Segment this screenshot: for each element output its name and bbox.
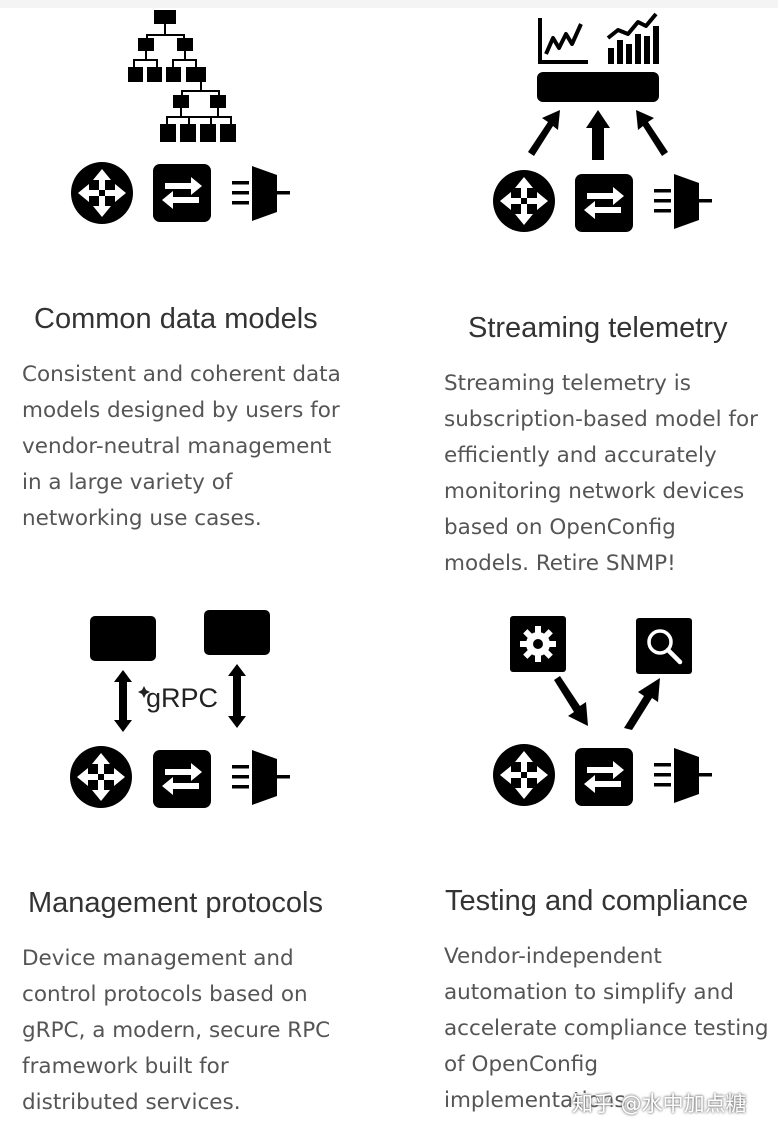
router-icon — [71, 162, 133, 224]
hierarchy-tree-icon — [128, 10, 236, 142]
feature-title-data-models: Common data models — [34, 303, 318, 335]
feature-title-testing: Testing and compliance — [445, 885, 749, 917]
collector-icon — [537, 72, 659, 102]
arrow-up-right-icon — [624, 678, 660, 730]
firewall-icon — [654, 748, 712, 803]
grpc-icon: gRPC — [90, 610, 270, 732]
switch-icon — [153, 164, 211, 222]
search-icon — [636, 618, 692, 674]
line-chart-icon — [538, 18, 588, 64]
router-icon — [493, 744, 555, 806]
arrow-down-right-icon — [554, 676, 588, 726]
feature-description-management-protocols: Device management and control protocols … — [22, 946, 331, 1115]
arrow-up-icon — [528, 110, 668, 160]
gear-icon — [510, 616, 566, 672]
feature-description-testing: Vendor-independent automation to simplif… — [444, 944, 769, 1113]
firewall-icon — [654, 174, 712, 229]
router-icon — [70, 746, 132, 808]
router-icon — [493, 170, 555, 232]
switch-icon — [153, 750, 211, 808]
feature-description-telemetry: Streaming telemetry is subscription-base… — [444, 371, 758, 576]
feature-title-telemetry: Streaming telemetry — [468, 312, 728, 344]
switch-icon — [575, 748, 633, 806]
feature-description-data-models: Consistent and coherent data models desi… — [22, 362, 341, 531]
top-strip — [0, 0, 778, 8]
feature-title-management-protocols: Management protocols — [28, 887, 323, 919]
firewall-icon — [232, 166, 290, 221]
bar-chart-icon — [606, 12, 659, 64]
grpc-label: gRPC — [146, 683, 218, 713]
switch-icon — [575, 174, 633, 232]
firewall-icon — [232, 750, 290, 805]
watermark: 知乎 @水中加点糖 — [572, 1092, 747, 1116]
